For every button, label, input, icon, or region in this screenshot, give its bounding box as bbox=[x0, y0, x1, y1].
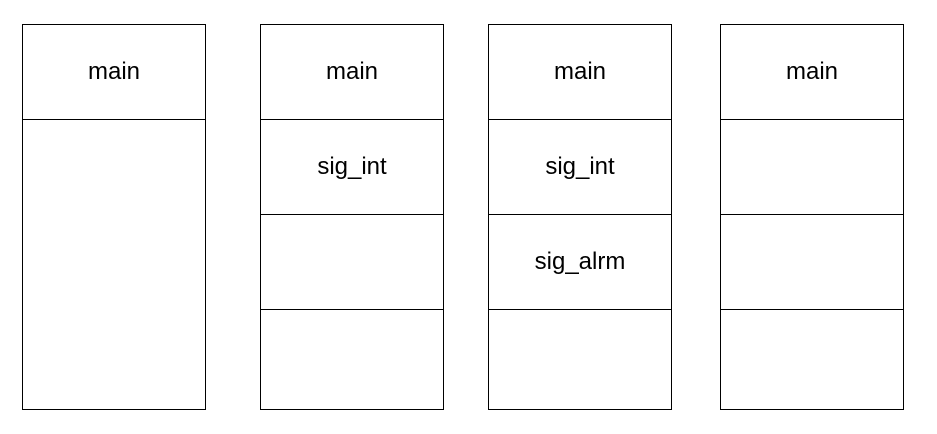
stack-frame bbox=[23, 120, 205, 409]
stack-frame: main bbox=[23, 25, 205, 120]
stack-frame bbox=[261, 215, 443, 310]
stack-frame: main bbox=[489, 25, 671, 120]
stack-4: main bbox=[720, 24, 904, 410]
stack-frame bbox=[721, 120, 903, 215]
stack-frame: main bbox=[261, 25, 443, 120]
stack-frame bbox=[489, 310, 671, 409]
stack-frame: main bbox=[721, 25, 903, 120]
stack-frame bbox=[721, 310, 903, 409]
stack-frame bbox=[261, 310, 443, 409]
stack-frame: sig_int bbox=[261, 120, 443, 215]
stack-3: main sig_int sig_alrm bbox=[488, 24, 672, 410]
stack-frame: sig_int bbox=[489, 120, 671, 215]
stack-frame bbox=[721, 215, 903, 310]
stack-frame: sig_alrm bbox=[489, 215, 671, 310]
stack-2: main sig_int bbox=[260, 24, 444, 410]
stack-1: main bbox=[22, 24, 206, 410]
